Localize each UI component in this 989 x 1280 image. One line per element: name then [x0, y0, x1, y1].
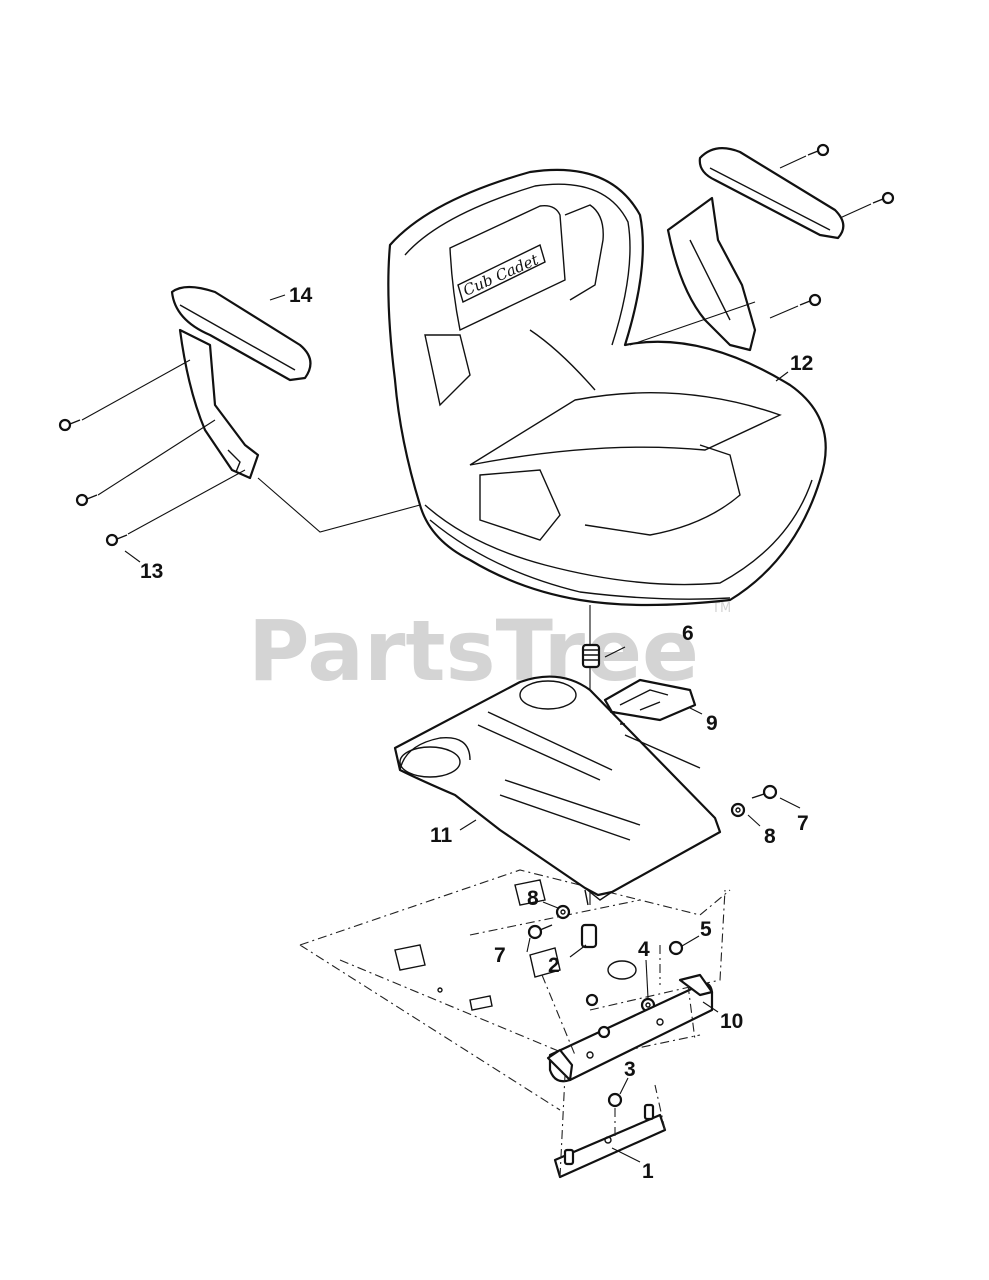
callout-7-left[interactable]: 7 [494, 944, 506, 967]
leader-right-armrest [629, 301, 756, 346]
watermark-trademark: TM [711, 601, 731, 616]
pivot-pin[interactable] [580, 923, 598, 949]
spring[interactable] [581, 643, 601, 669]
callout-8-left[interactable]: 8 [527, 887, 539, 910]
callout-7-right[interactable]: 7 [797, 812, 809, 835]
callout-6[interactable]: 6 [682, 622, 694, 645]
callout-3[interactable]: 3 [624, 1058, 636, 1081]
nut[interactable] [668, 940, 684, 956]
callout-1[interactable]: 1 [642, 1160, 654, 1183]
seat-pan[interactable] [393, 675, 722, 906]
leader-left-armrest [257, 477, 421, 533]
screws-right[interactable] [799, 143, 895, 307]
frame-outline [299, 869, 731, 1111]
washer-left[interactable] [555, 904, 571, 920]
screw-leaders-right [769, 155, 872, 319]
callout-9[interactable]: 9 [706, 712, 718, 735]
left-armrest[interactable] [170, 285, 312, 480]
callout-10[interactable]: 10 [720, 1010, 743, 1033]
callout-11[interactable]: 11 [430, 824, 453, 847]
assembly-lines [541, 945, 696, 1178]
callout-leaders [124, 294, 801, 1163]
frame-nut [585, 993, 599, 1007]
callout-2[interactable]: 2 [548, 954, 560, 977]
callout-4[interactable]: 4 [638, 938, 650, 961]
watermark: PartsTree [248, 602, 699, 700]
callout-12[interactable]: 12 [790, 352, 813, 375]
callout-14[interactable]: 14 [289, 284, 313, 307]
seat[interactable]: Cub Cadet [387, 168, 827, 607]
washer-right[interactable] [730, 802, 746, 818]
bolt-left[interactable] [527, 924, 553, 940]
lower-nut[interactable] [607, 1092, 623, 1108]
screws-left[interactable] [58, 418, 128, 547]
bolt-right[interactable] [751, 784, 778, 800]
switch-bracket[interactable] [603, 678, 697, 722]
callout-13[interactable]: 13 [140, 560, 163, 583]
seat-bracket[interactable] [546, 973, 714, 1083]
right-armrest[interactable] [666, 147, 845, 352]
screw-leaders-left [81, 359, 246, 535]
callout-8-right[interactable]: 8 [764, 825, 776, 848]
callout-5[interactable]: 5 [700, 918, 712, 941]
